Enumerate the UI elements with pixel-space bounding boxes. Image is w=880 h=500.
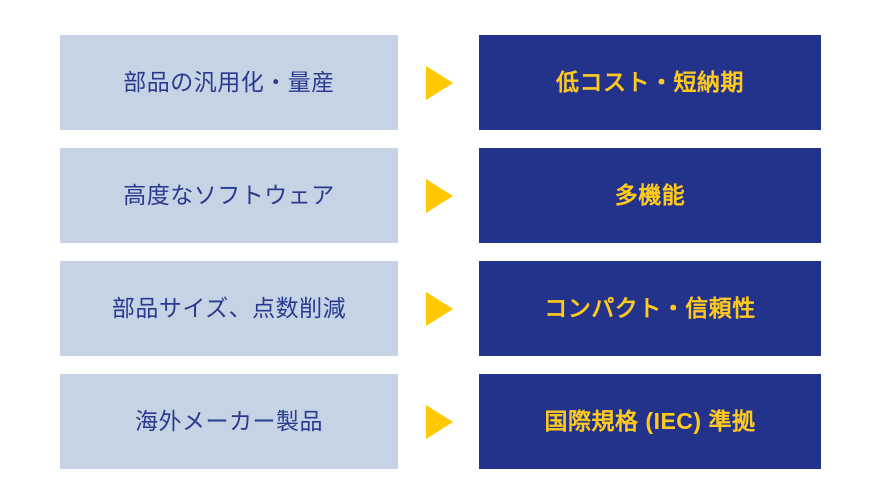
- cause-box-2: 高度なソフトウェア: [60, 148, 398, 243]
- right-triangle-arrow-icon: [426, 65, 453, 100]
- cause-label-2: 高度なソフトウェア: [123, 181, 335, 208]
- diagram-row: 高度なソフトウェア 多機能: [0, 148, 880, 243]
- effect-box-3: コンパクト・信頼性: [479, 261, 821, 356]
- effect-box-2: 多機能: [479, 148, 821, 243]
- effect-label-2: 多機能: [614, 181, 686, 208]
- arrow-cell-1: [398, 35, 479, 130]
- cause-label-3: 部品サイズ、点数削減: [111, 294, 347, 321]
- cause-label-1: 部品の汎用化・量産: [123, 68, 335, 95]
- effect-label-4: 国際規格 (IEC) 準拠: [544, 407, 756, 434]
- diagram-row: 海外メーカー製品 国際規格 (IEC) 準拠: [0, 374, 880, 469]
- arrow-cell-2: [398, 148, 479, 243]
- right-triangle-arrow-icon: [426, 178, 453, 213]
- cause-box-4: 海外メーカー製品: [60, 374, 398, 469]
- right-triangle-arrow-icon: [426, 404, 453, 439]
- arrow-cell-4: [398, 374, 479, 469]
- effect-label-3: コンパクト・信頼性: [544, 294, 756, 321]
- diagram-row: 部品の汎用化・量産 低コスト・短納期: [0, 35, 880, 130]
- right-triangle-arrow-icon: [426, 291, 453, 326]
- cause-box-1: 部品の汎用化・量産: [60, 35, 398, 130]
- arrow-cell-3: [398, 261, 479, 356]
- effect-box-1: 低コスト・短納期: [479, 35, 821, 130]
- cause-box-3: 部品サイズ、点数削減: [60, 261, 398, 356]
- cause-label-4: 海外メーカー製品: [135, 407, 323, 434]
- effect-label-1: 低コスト・短納期: [556, 68, 744, 95]
- diagram-row: 部品サイズ、点数削減 コンパクト・信頼性: [0, 261, 880, 356]
- effect-box-4: 国際規格 (IEC) 準拠: [479, 374, 821, 469]
